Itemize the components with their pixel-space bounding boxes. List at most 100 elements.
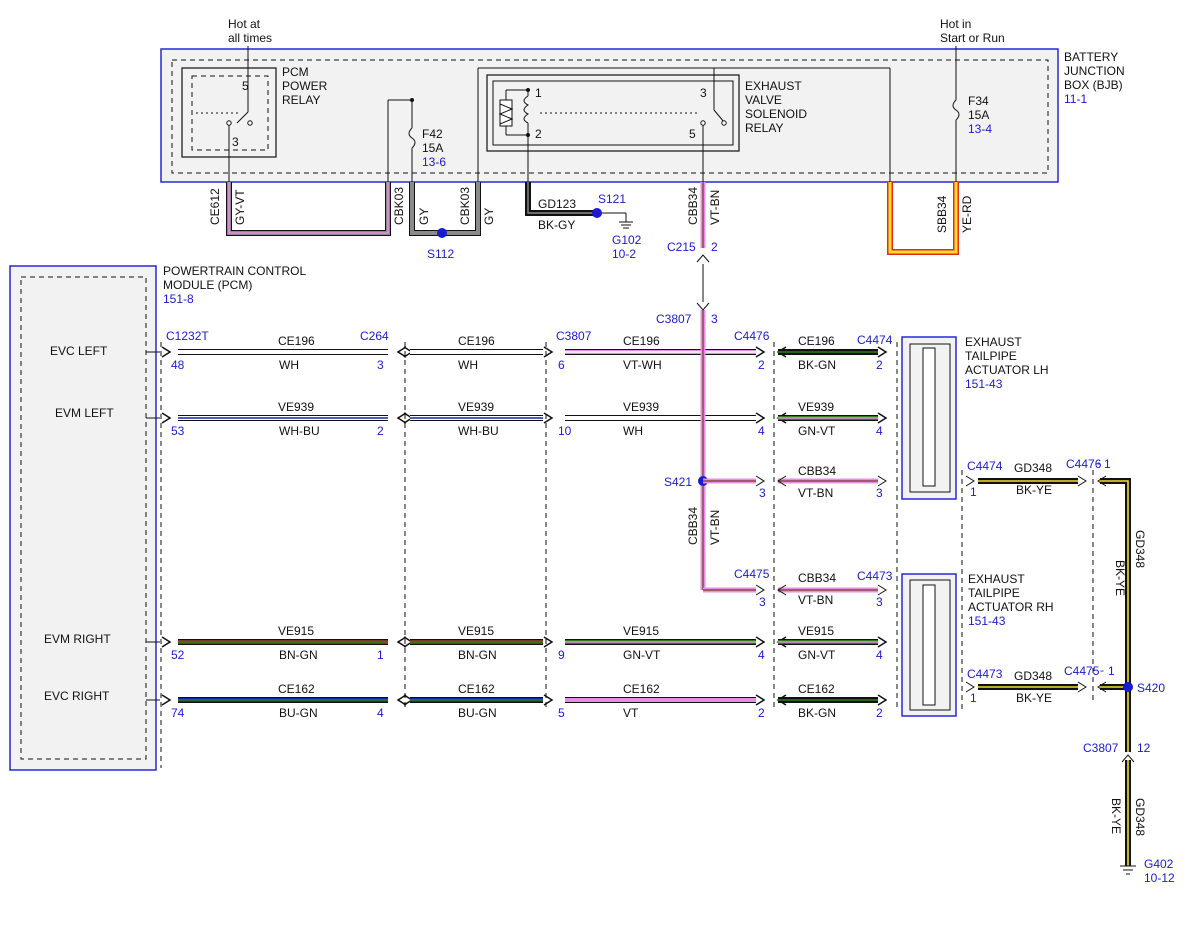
row-4-seg4-circuit: CE162 (798, 682, 835, 696)
actuator-lh-ref[interactable]: 151-43 (965, 377, 1003, 391)
evs-pin1: 1 (535, 86, 542, 100)
row-2-c3807-arrow-icon (543, 412, 554, 424)
g402-label[interactable]: G402 (1144, 857, 1174, 871)
pcm-relay-switch (236, 111, 249, 124)
row-3-seg1-color: BN-GN (279, 648, 318, 662)
hot-in-start-2: Start or Run (940, 31, 1005, 45)
c4476-label[interactable]: C4476 (734, 329, 770, 343)
row-1-seg1-color: WH (279, 358, 299, 372)
coil-zigzag-icon (498, 103, 514, 125)
gnd-rh-conn[interactable]: C4473 (967, 667, 1003, 681)
pcm-relay-label-3: RELAY (282, 93, 320, 107)
s421-label[interactable]: S421 (664, 475, 692, 489)
bjb-block: BATTERY JUNCTION BOX (BJB) 11-1 Hot at a… (160, 17, 1125, 183)
row-3-seg3-circuit: VE915 (623, 624, 659, 638)
row-1-seg3-circuit: CE196 (623, 334, 660, 348)
evs-relay-box (486, 74, 740, 152)
s420-label[interactable]: S420 (1137, 681, 1165, 695)
c3807-label[interactable]: C3807 (556, 329, 592, 343)
row-4-seg1-circuit: CE162 (278, 682, 315, 696)
row-3-c264-arrow-a-icon (396, 636, 407, 648)
actuator-rh-ref[interactable]: 151-43 (968, 614, 1006, 628)
rh-arrow-b-icon (777, 584, 787, 596)
bjb-inner-dashed (171, 59, 1049, 174)
bjb-label-3: BOX (BJB) (1064, 78, 1123, 92)
gnd-rh-c2[interactable]: C4475 (1064, 664, 1100, 678)
c3807-top-label[interactable]: C3807 (656, 312, 692, 326)
wire-ye-rd: YE-RD (960, 195, 974, 233)
evs-contact-a (721, 120, 727, 126)
c4475-label[interactable]: C4475 (734, 567, 770, 581)
row-1-seg2-circuit: CE196 (458, 334, 495, 348)
pcm-inner-dashed (20, 276, 147, 760)
relay-coil-icon (523, 95, 530, 124)
splice-s420-dot[interactable] (1123, 682, 1133, 692)
hot-at-all-times-1: Hot at (228, 17, 261, 31)
gnd-lh-arrow-a-icon (965, 475, 975, 487)
gnd-rh-arrow-b-icon (1077, 681, 1087, 693)
connector-dividers: C264 C3807 C4476 C4474 C4475 C4473 (160, 329, 898, 768)
s121-label[interactable]: S121 (598, 192, 626, 206)
g102-ref[interactable]: 10-2 (612, 247, 636, 261)
cbb34-rh-pin-b: 3 (876, 595, 883, 609)
row-4-c4476-arrow-a-icon (755, 694, 766, 706)
gnd-rh-circuit: GD348 (1014, 669, 1052, 683)
splice-s112-dot[interactable] (437, 228, 447, 238)
row-3-seg4-color: GN-VT (798, 648, 836, 662)
row-1-seg2-color: WH (458, 358, 478, 372)
c3807-top-pin: 3 (711, 312, 718, 326)
row-1-seg4-circuit: CE196 (798, 334, 835, 348)
cbb34-lh-circuit: CBB34 (798, 464, 836, 478)
wire-vt-bn-mid: VT-BN (708, 510, 722, 545)
gnd-c3807-pin: 12 (1137, 741, 1151, 755)
f34-ref[interactable]: 13-4 (968, 122, 992, 136)
wire-vt-bn-top-label: VT-BN (708, 190, 722, 225)
pcm-connector-c1232t[interactable]: C1232T (166, 329, 209, 343)
gnd-lh-pin: 1 (970, 485, 977, 499)
row-2-seg2-color: WH-BU (458, 424, 499, 438)
wire-gd348-main-stripe (1100, 480, 1129, 752)
row-4-seg4-pin: 2 (876, 706, 883, 720)
row-3-seg3-pin: 4 (758, 648, 765, 662)
f42-amps: 15A (422, 141, 443, 155)
c264-label[interactable]: C264 (360, 329, 389, 343)
row-2-seg1-circuit: VE939 (278, 400, 314, 414)
c215-pin: 2 (711, 240, 718, 254)
row-1-c4476-arrow-a-icon (755, 346, 766, 358)
f42-ref[interactable]: 13-6 (422, 155, 446, 169)
row-4-seg2-pin: 5 (558, 706, 565, 720)
g402-ref[interactable]: 10-12 (1144, 871, 1175, 885)
s112-label[interactable]: S112 (427, 247, 454, 261)
row-4-seg2-circuit: CE162 (458, 682, 495, 696)
pcm-ref[interactable]: 151-8 (163, 292, 194, 306)
row-4-seg1-color: BU-GN (279, 706, 318, 720)
gnd-lh-conn[interactable]: C4474 (967, 459, 1003, 473)
row-4-c264-arrow-a-icon (396, 694, 407, 706)
wire-gy-b: GY (482, 208, 496, 225)
row-3-pcm-pin: 52 (171, 648, 185, 662)
bjb-ref[interactable]: 11-1 (1064, 92, 1087, 106)
row-1-seg3-color: VT-WH (623, 358, 662, 372)
gnd-c3807[interactable]: C3807 (1083, 741, 1119, 755)
row-1-seg1-pin: 3 (377, 358, 384, 372)
wire-cbk03-a: CBK03 (392, 187, 406, 225)
wire-bk-gy: BK-GY (538, 218, 575, 232)
c215-label[interactable]: C215 (667, 240, 696, 254)
wire-gd348-main (1100, 478, 1131, 752)
gnd-lh-c2[interactable]: C4476 (1066, 457, 1102, 471)
pin-evc-left: EVC LEFT (50, 344, 108, 358)
actuator-lh: EXHAUST TAILPIPE ACTUATOR LH 151-43 (901, 335, 1049, 500)
c4473-label[interactable]: C4473 (857, 569, 893, 583)
bjb-outline (160, 48, 1059, 183)
bjb-label-1: BATTERY (1064, 50, 1118, 64)
pcm-relay-pin3: 3 (232, 135, 239, 149)
fuse-f42-icon (408, 127, 416, 149)
c4474-label[interactable]: C4474 (857, 333, 893, 347)
splice-s121-dot[interactable] (592, 208, 602, 218)
pcm-relay-label-1: PCM (282, 65, 309, 79)
g102-label[interactable]: G102 (612, 233, 642, 247)
row-1-c3807-arrow-icon (543, 346, 554, 358)
pin-evc-right: EVC RIGHT (44, 689, 110, 703)
gnd-lower-circuit: GD348 (1133, 798, 1147, 836)
